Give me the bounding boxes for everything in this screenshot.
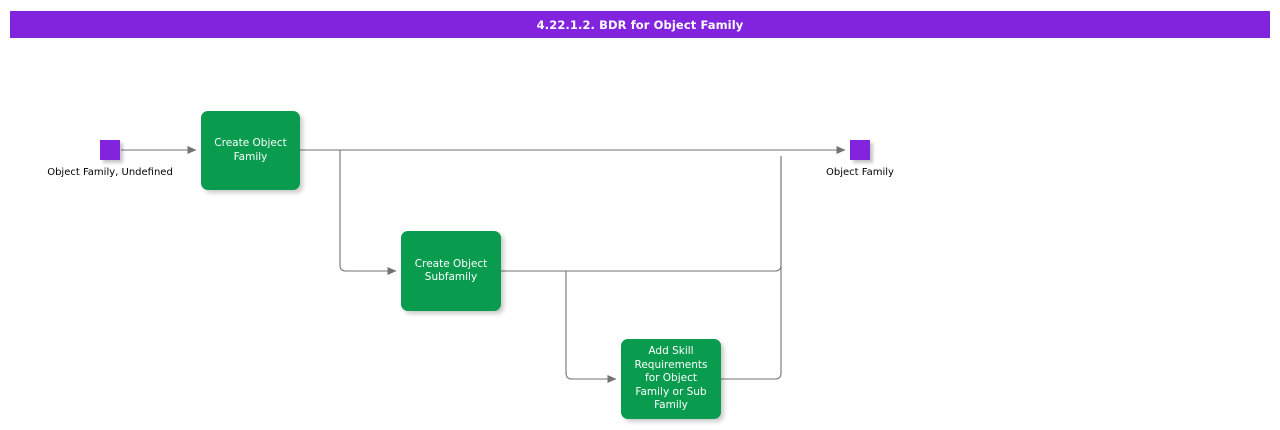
connector-create-object-family-to-create-object-subfamily [339,150,397,275]
page-title: 4.22.1.2. BDR for Object Family [536,17,744,32]
diagram-title-bar: 4.22.1.2. BDR for Object Family [10,11,1270,38]
terminator-swatch-start [100,140,120,160]
terminator-object-family-undefined[interactable]: Object Family, Undefined [47,140,173,178]
connector-create-object-subfamily-to-end [501,156,782,272]
connector-add-skill-requirements-to-end [721,156,782,380]
terminator-swatch-end [850,140,870,160]
process-label-create-object-family: Create Object Family [214,137,287,163]
terminator-label-start: Object Family, Undefined [47,167,173,178]
process-label-create-object-subfamily: Create Object Subfamily [414,257,488,284]
process-add-skill-requirements[interactable]: Add Skill Requirements for Object Family… [621,339,721,419]
process-create-object-family[interactable]: Create Object Family [201,111,300,190]
process-label-add-skill-requirements: Add Skill Requirements for Object Family… [634,345,708,412]
connector-create-object-subfamily-to-add-skill-requirements [565,271,617,383]
terminator-label-end: Object Family [826,167,894,178]
terminator-object-family[interactable]: Object Family [826,140,894,178]
process-create-object-subfamily[interactable]: Create Object Subfamily [401,231,501,311]
